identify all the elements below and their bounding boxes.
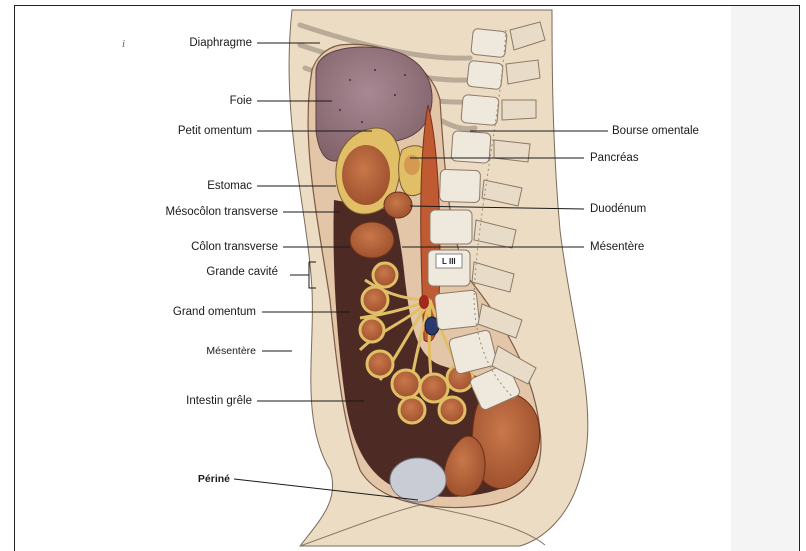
label-pancreas: Pancréas: [590, 151, 639, 165]
label-grande-cavite: Grande cavité: [150, 265, 278, 279]
aorta-section: [419, 295, 429, 309]
label-mesocolon-transverse: Mésocôlon transverse: [130, 205, 278, 219]
label-diaphragme: Diaphragme: [150, 36, 252, 50]
label-mesentere-left: Mésentère: [150, 344, 256, 358]
label-intestin-grele: Intestin grêle: [150, 394, 252, 408]
label-petit-omentum: Petit omentum: [150, 124, 252, 138]
label-bourse-omentale: Bourse omentale: [612, 124, 699, 138]
duodenum: [384, 192, 412, 218]
label-mesentere-right: Mésentère: [590, 240, 644, 254]
label-foie: Foie: [150, 94, 252, 108]
label-perine: Périné: [150, 472, 230, 486]
label-grand-omentum: Grand omentum: [150, 305, 256, 319]
bladder: [390, 458, 446, 502]
label-duodenum: Duodénum: [590, 202, 646, 216]
vertebra-l3-label: L III: [442, 257, 456, 266]
transverse-colon: [350, 222, 394, 258]
label-colon-transverse: Côlon transverse: [130, 240, 278, 254]
label-estomac: Estomac: [150, 179, 252, 193]
stomach-lumen: [342, 145, 390, 205]
